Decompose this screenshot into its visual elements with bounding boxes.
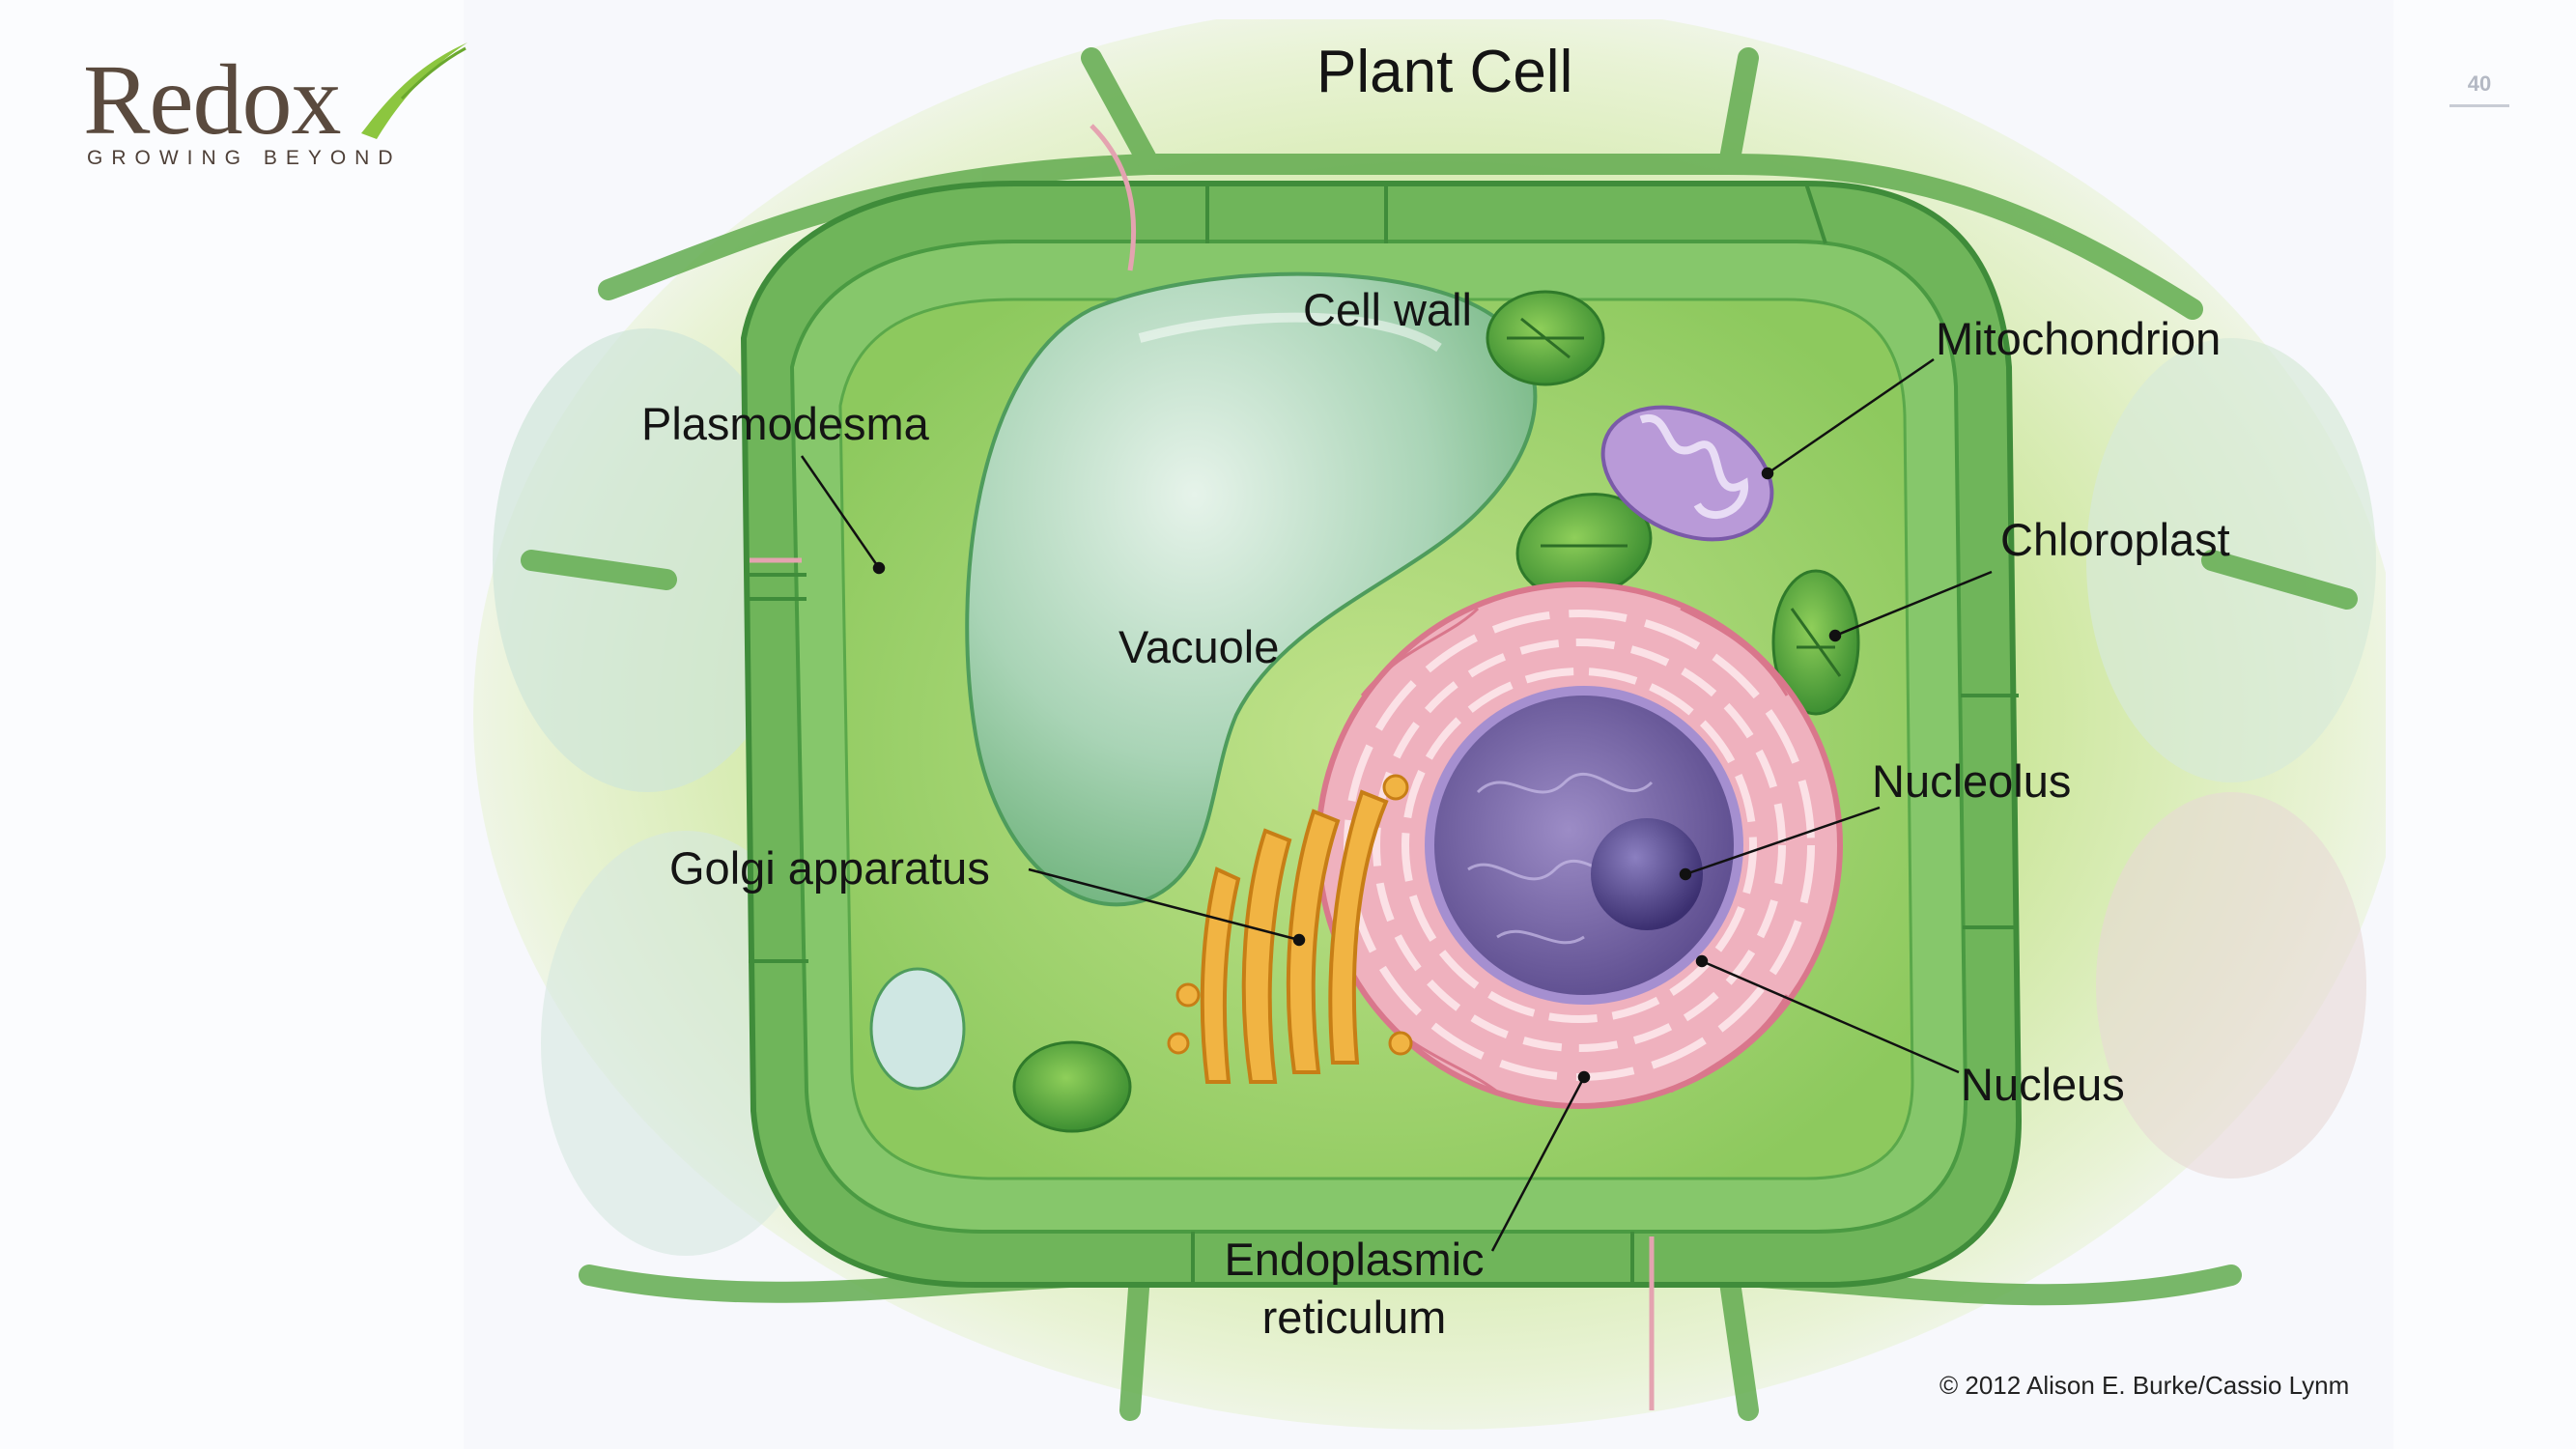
- label-cell-wall: Cell wall: [1303, 284, 1472, 335]
- right-panel: [2393, 0, 2576, 1449]
- page-number-rule: [2449, 104, 2509, 107]
- label-endoplasmic-reticulum-line2: reticulum: [1261, 1292, 1447, 1343]
- page-number: 40: [2467, 71, 2492, 96]
- image-credit: © 2012 Alison E. Burke/Cassio Lynm: [1939, 1371, 2350, 1400]
- label-nucleus: Nucleus: [1961, 1059, 2125, 1110]
- plant-cell-illustration: [473, 19, 2386, 1430]
- label-mitochondrion: Mitochondrion: [1936, 313, 2222, 364]
- swoosh-icon: [361, 43, 467, 139]
- label-plasmodesma: Plasmodesma: [641, 398, 929, 449]
- redox-logo: Redox GROWING BEYOND: [83, 43, 467, 178]
- logo-brand: Redox: [83, 44, 342, 156]
- logo-tagline: GROWING BEYOND: [87, 147, 402, 169]
- left-panel: [0, 0, 464, 1449]
- label-golgi-apparatus: Golgi apparatus: [669, 842, 990, 894]
- label-nucleolus: Nucleolus: [1872, 755, 2072, 807]
- diagram-title: Plant Cell: [1316, 39, 1573, 105]
- label-chloroplast: Chloroplast: [2000, 514, 2230, 565]
- label-endoplasmic-reticulum-line1: Endoplasmic: [1224, 1234, 1485, 1285]
- label-vacuole: Vacuole: [1118, 621, 1280, 672]
